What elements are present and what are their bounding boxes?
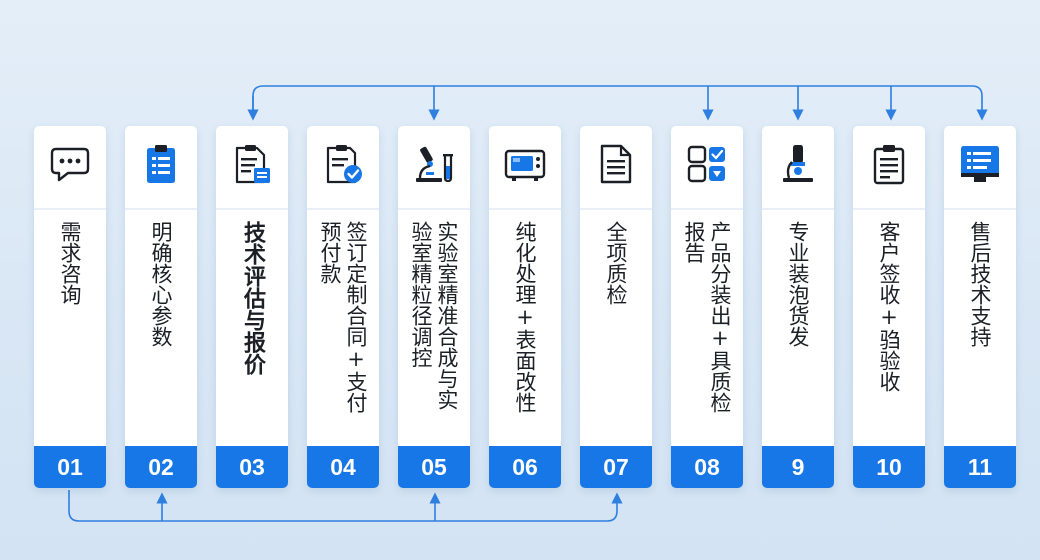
lab-device-icon [504,149,546,181]
microscope-flask-icon [416,146,453,183]
step-title: 明确核心参数 [149,221,173,347]
step-card-06: 纯化处理+表面改性 06 [489,126,561,488]
step-number: 03 [216,446,288,488]
step-number: 08 [671,446,743,488]
boxes-check-icon [687,145,725,183]
document-report-icon [235,145,270,184]
step-title: 需求咨询 [58,221,82,305]
step-title: 专业装泡货发 [786,221,810,347]
top-connector-line [252,85,988,121]
step-title: 售后技术支持 [968,221,992,347]
bottom-connector-line [68,490,623,522]
step-card-02: 明确核心参数 02 [125,126,197,488]
step-number: 9 [762,446,834,488]
microscope-icon [783,145,813,182]
step-card-01: 需求咨询 01 [34,126,106,488]
step-card-03: 技术评估与报价 03 [216,126,288,488]
step-card-07: 全项质检 07 [580,126,652,488]
step-number: 01 [34,446,106,488]
step-title: 实验室精准合成与实验室精粒径调控 [409,221,459,410]
chat-bubble-icon [50,147,90,182]
document-lines-icon [600,144,632,184]
step-card-05: 实验室精准合成与实验室精粒径调控 05 [398,126,470,488]
step-number: 11 [944,446,1016,488]
step-title: 签订定制合同+支付预付款 [318,221,368,413]
step-number: 02 [125,446,197,488]
step-title: 技术评估与报价 [240,221,265,375]
document-check-icon [326,145,362,184]
step-title: 全项质检 [604,221,628,305]
step-card-04: 签订定制合同+支付预付款 04 [307,126,379,488]
step-title: 产品分装出+具质检报告 [682,221,732,413]
support-screen-icon [961,146,999,182]
step-number: 04 [307,446,379,488]
step-number: 07 [580,446,652,488]
step-card-08: 产品分装出+具质检报告 08 [671,126,743,488]
step-number: 05 [398,446,470,488]
step-card-11: 售后技术支持 11 [944,126,1016,488]
step-card-9: 专业装泡货发 9 [762,126,834,488]
clipboard-icon [873,145,905,185]
step-title: 客户签收+驺验收 [877,221,901,392]
step-number: 10 [853,446,925,488]
step-card-10: 客户签收+驺验收 10 [853,126,925,488]
clipboard-list-icon [147,145,175,183]
step-number: 06 [489,446,561,488]
step-title: 纯化处理+表面改性 [513,221,537,413]
